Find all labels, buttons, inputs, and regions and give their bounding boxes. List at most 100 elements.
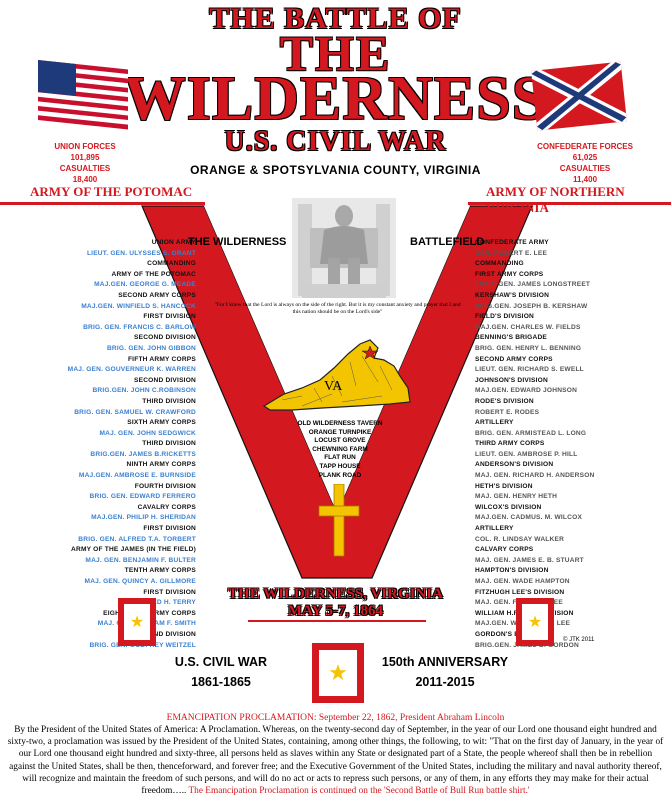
- anniversary-label: 150th ANNIVERSARY: [381, 655, 509, 669]
- battle-place-item: PLANK ROAD: [318, 471, 362, 479]
- confederate-roster-entry: MAJ.GEN. WILLIAM H.F. LEE: [475, 620, 571, 628]
- union-roster-entry: ALFRED H. TERRY: [133, 599, 196, 607]
- union-roster-entry: UNION ARMY: [151, 239, 196, 246]
- union-roster-entry: SECOND ARMY CORPS: [118, 291, 196, 299]
- proclamation-text-block: By the President of the United States of…: [6, 724, 665, 797]
- virginia-map-label: VA: [324, 379, 343, 394]
- union-roster-entry: FIRST DIVISION: [143, 525, 196, 533]
- union-forces-count: 101,895: [70, 153, 100, 162]
- confederate-roster-entry: BRIG.GEN. JOSEPH B. KERSHAW: [475, 302, 588, 310]
- confederate-roster-entry: KERSHAW'S DIVISION: [475, 291, 550, 299]
- proclamation-title: EMANCIPATION PROCLAMATION: September 22,…: [166, 713, 505, 723]
- confederate-roster-entry: FIRST ARMY CORPS: [475, 270, 544, 278]
- battle-place-item: OLD WILDERNESS TAVERN: [297, 420, 383, 427]
- confederate-roster-entry: LIEUT. GEN. AMBROSE P. HILL: [475, 450, 578, 458]
- title-line-4: U.S. CIVIL WAR: [224, 126, 447, 157]
- confederate-roster-entry: MAJ.GEN. CADMUS. M. WILCOX: [475, 514, 583, 522]
- union-roster-entry: MAJ.GEN. PHILIP H. SHERIDAN: [91, 514, 196, 522]
- battlefield-label: BATTLEFIELD: [410, 236, 485, 248]
- lincoln-quote: "For I know that the Lord is always on t…: [214, 302, 461, 315]
- battle-place-item: FLAT RUN: [324, 454, 356, 462]
- union-roster-entry: COMMANDING: [147, 260, 196, 268]
- civil-war-label: U.S. CIVIL WAR: [174, 655, 268, 669]
- union-roster-entry: TENTH ARMY CORPS: [124, 567, 196, 575]
- union-roster-entry: THIRD DIVISION: [142, 440, 196, 448]
- battle-date-rule: [248, 620, 426, 622]
- confederate-roster-entry: MAJ.GEN. EDWARD JOHNSON: [475, 387, 578, 395]
- confederate-roster-entry: MAJ. GEN. JAMES E. B. STUART: [475, 556, 584, 564]
- confederate-roster-entry: CONFEDERATE ARMY: [475, 239, 549, 246]
- battle-place-item: CHEWNING FARM: [312, 445, 368, 453]
- confederate-roster-entry: GEN. ROBERT E. LEE: [475, 249, 548, 257]
- service-banner-right: ★: [516, 598, 554, 646]
- confederate-casualties-label: CASUALTIES: [559, 164, 611, 173]
- gold-star-icon: ★: [527, 614, 543, 631]
- army-left-rule: [0, 202, 205, 205]
- cross-icon: [318, 484, 360, 557]
- army-left-heading: ARMY OF THE POTOMAC: [30, 184, 193, 199]
- anniversary-span: 2011-2015: [415, 675, 475, 689]
- confederate-roster-entry: MAJ.GEN. CHARLES W. FIELDS: [475, 323, 581, 331]
- union-casualties-count: 18,400: [72, 175, 98, 184]
- confederate-roster-entry: MAJ. GEN. WADE HAMPTON: [475, 578, 570, 585]
- union-forces-label: UNION FORCES: [54, 142, 116, 151]
- title-line-3: WILDERNESS: [123, 65, 548, 133]
- battle-date: MAY 5-7, 1864: [287, 603, 384, 619]
- anniversary-years: 150th ANNIVERSARY 2011-2015: [380, 652, 510, 692]
- confederate-roster-entry: SECOND ARMY CORPS: [475, 355, 553, 363]
- union-roster-entry: MAJ.GEN. AMBROSE E. BURNSIDE: [78, 472, 196, 480]
- confederate-stats: CONFEDERATE FORCES 61,025 CASUALTIES 11,…: [520, 141, 650, 185]
- union-roster-entry: MAJ. GEN. QUINCY A. GILLMORE: [84, 578, 196, 585]
- union-roster-entry: BRIG. GEN. EDWARD FERRERO: [89, 493, 196, 501]
- union-roster-entry: MAJ.GEN. GEORGE G. MEADE: [94, 281, 196, 289]
- union-roster-entry: MAJ.GEN. WINFIELD S. HANCOCK: [81, 302, 196, 310]
- confederate-roster-entry: COMMANDING: [475, 260, 524, 268]
- title-line-1: THE BATTLE OF: [209, 2, 462, 35]
- battle-place: THE WILDERNESS, VIRGINIA: [228, 586, 443, 602]
- service-banner-left: ★: [118, 598, 156, 646]
- confederate-roster-entry: MAJ. GEN. RICHARD H. ANDERSON: [475, 472, 595, 480]
- confederate-roster-entry: BENNING'S BRIGADE: [475, 334, 548, 342]
- virginia-map: VA: [262, 339, 411, 411]
- union-roster-entry: BRIG.GEN. JOHN C.ROBINSON: [92, 387, 196, 395]
- union-roster-entry: THIRD DIVISION: [142, 397, 196, 405]
- civil-war-span: 1861-1865: [191, 675, 251, 689]
- title-line-2: THE: [279, 25, 392, 81]
- confederate-roster-entry: HAMPTON'S DIVISION: [475, 567, 549, 575]
- confederate-roster-entry: ARTILLERY: [475, 525, 514, 533]
- union-stats: UNION FORCES 101,895 CASUALTIES 18,400: [20, 141, 150, 185]
- confederate-roster-entry: BRIG. GEN. ARMISTEAD L. LONG: [475, 429, 587, 437]
- service-banner-center: ★: [312, 643, 364, 703]
- confederate-flag-icon: [531, 61, 627, 131]
- confederate-roster-entry: GORDON'S BRIGADE: [475, 630, 547, 638]
- union-roster-entry: BRIG. GEN. ALFRED T.A. TORBERT: [78, 535, 196, 543]
- location-label: ORANGE & SPOTSYLVANIA COUNTY, VIRGINIA: [190, 163, 481, 177]
- proclamation-text: By the President of the United States of…: [7, 725, 664, 797]
- union-roster-entry: CAVALRY CORPS: [137, 503, 196, 511]
- confederate-roster-entry: LIEUT. GEN. JAMES LONGSTREET: [475, 281, 591, 289]
- confederate-roster-entry: MAJ. GEN. HENRY HETH: [475, 493, 558, 501]
- confederate-roster-entry: ANDERSON'S DIVISION: [475, 461, 554, 469]
- union-roster-entry: FOURTH DIVISION: [134, 482, 196, 490]
- confederate-roster-entry: FIELD'S DIVISION: [475, 313, 534, 321]
- us-flag-icon: [38, 60, 128, 130]
- wilderness-label: THE WILDERNESS: [188, 236, 287, 248]
- confederate-roster-entry: JOHNSON'S DIVISION: [475, 376, 548, 384]
- confederate-casualties-count: 11,400: [572, 175, 598, 184]
- confederate-roster-entry: LIEUT. GEN. RICHARD S. EWELL: [475, 366, 584, 374]
- gold-star-icon: ★: [129, 614, 145, 631]
- union-roster-entry: SECOND DIVISION: [134, 376, 196, 384]
- union-casualties-label: CASUALTIES: [59, 164, 111, 173]
- union-roster-entry: SECOND DIVISION: [134, 334, 196, 342]
- confederate-roster-entry: ROBERT E. RODES: [475, 408, 540, 416]
- confederate-roster-entry: WILCOX'S DIVISION: [475, 503, 542, 511]
- union-roster-entry: NINTH ARMY CORPS: [126, 461, 196, 469]
- army-right-rule: [468, 202, 671, 205]
- confederate-roster-entry: THIRD ARMY CORPS: [475, 440, 545, 448]
- confederate-roster-entry: FITZHUGH LEE'S DIVISION: [475, 588, 565, 596]
- union-roster-entry: SECOND DIVISION: [134, 630, 196, 638]
- confederate-roster-entry: BRIG. GEN. HENRY L. BENNING: [475, 344, 582, 352]
- union-roster-entry: BRIG. GEN. FRANCIS C. BARLOW: [83, 323, 196, 331]
